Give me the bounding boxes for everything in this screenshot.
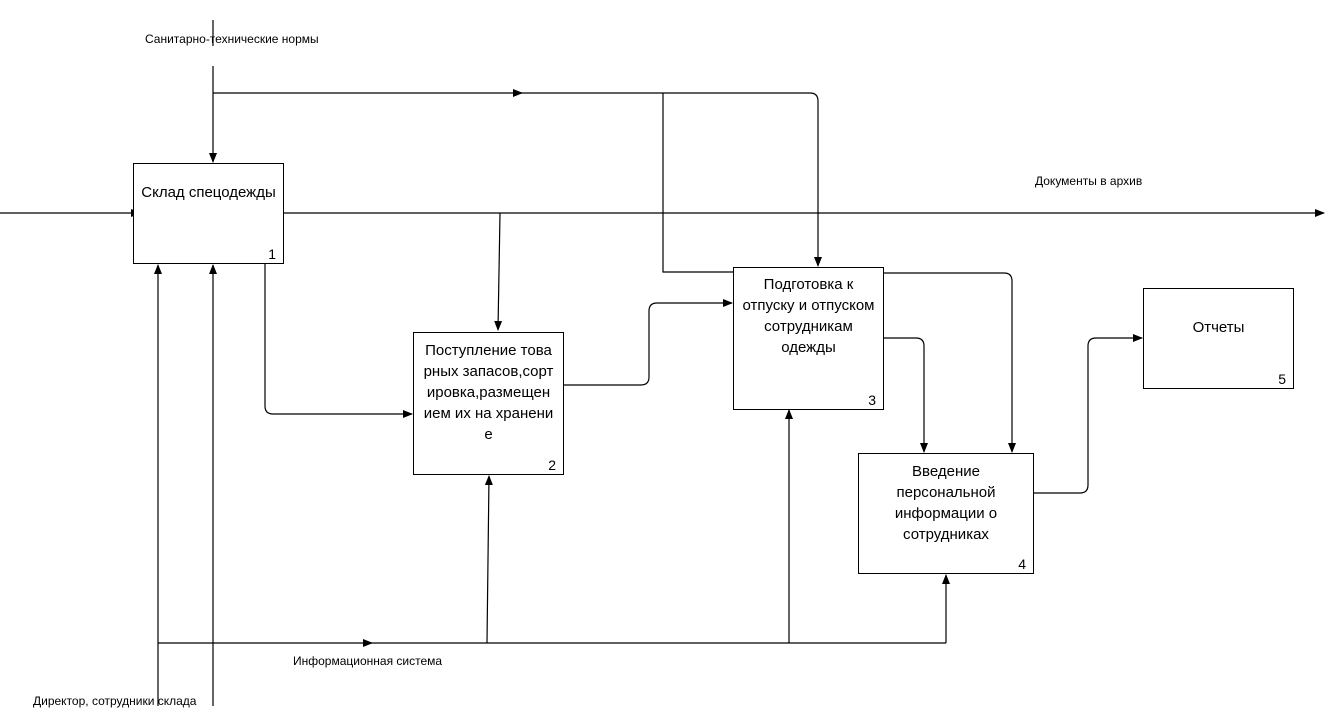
arrow-box1-to-box2 [264,263,413,418]
block-2-number: 2 [548,457,556,473]
block-1-number: 1 [268,246,276,262]
label-mechanism-people: Директор, сотрудники склада [33,694,197,708]
block-4-number: 4 [1018,556,1026,572]
block-5: Отчеты 5 [1143,288,1294,389]
block-1-label: Склад спецодежды [141,184,276,201]
block-3-label: Подготовка к отпуску и отпуском сотрудни… [742,276,875,356]
arrow-box4-to-box5 [1034,334,1143,494]
block-5-number: 5 [1278,371,1286,387]
block-3: Подготовка к отпуску и отпуском сотрудни… [733,267,884,410]
block-4: Введение персональной информации о сотру… [858,453,1034,574]
label-output-archive: Документы в архив [1035,174,1143,188]
arrow-box3-to-box4 [884,337,928,453]
label-mechanism-info: Информационная система [293,654,443,668]
label-control-top: Санитарно-технические нормы [145,32,319,46]
block-2-label: Поступление товарных запасов,сортировка,… [423,342,554,443]
block-1: Склад спецодежды 1 [133,163,284,264]
block-2: Поступление товарных запасов,сортировка,… [413,332,564,475]
block-3-number: 3 [868,392,876,408]
block-5-label: Отчеты [1192,319,1245,336]
arrow-mech-to-box2 [484,475,493,644]
arrow-control-drop [662,93,734,273]
block-4-label: Введение персональной информации о сотру… [894,463,998,543]
arrow-box3-top-to-box4 [884,272,1016,453]
arrow-archive-to-box2 [494,212,503,331]
arrow-control-to-box3 [520,92,822,267]
arrow-box2-to-box3 [564,299,733,386]
